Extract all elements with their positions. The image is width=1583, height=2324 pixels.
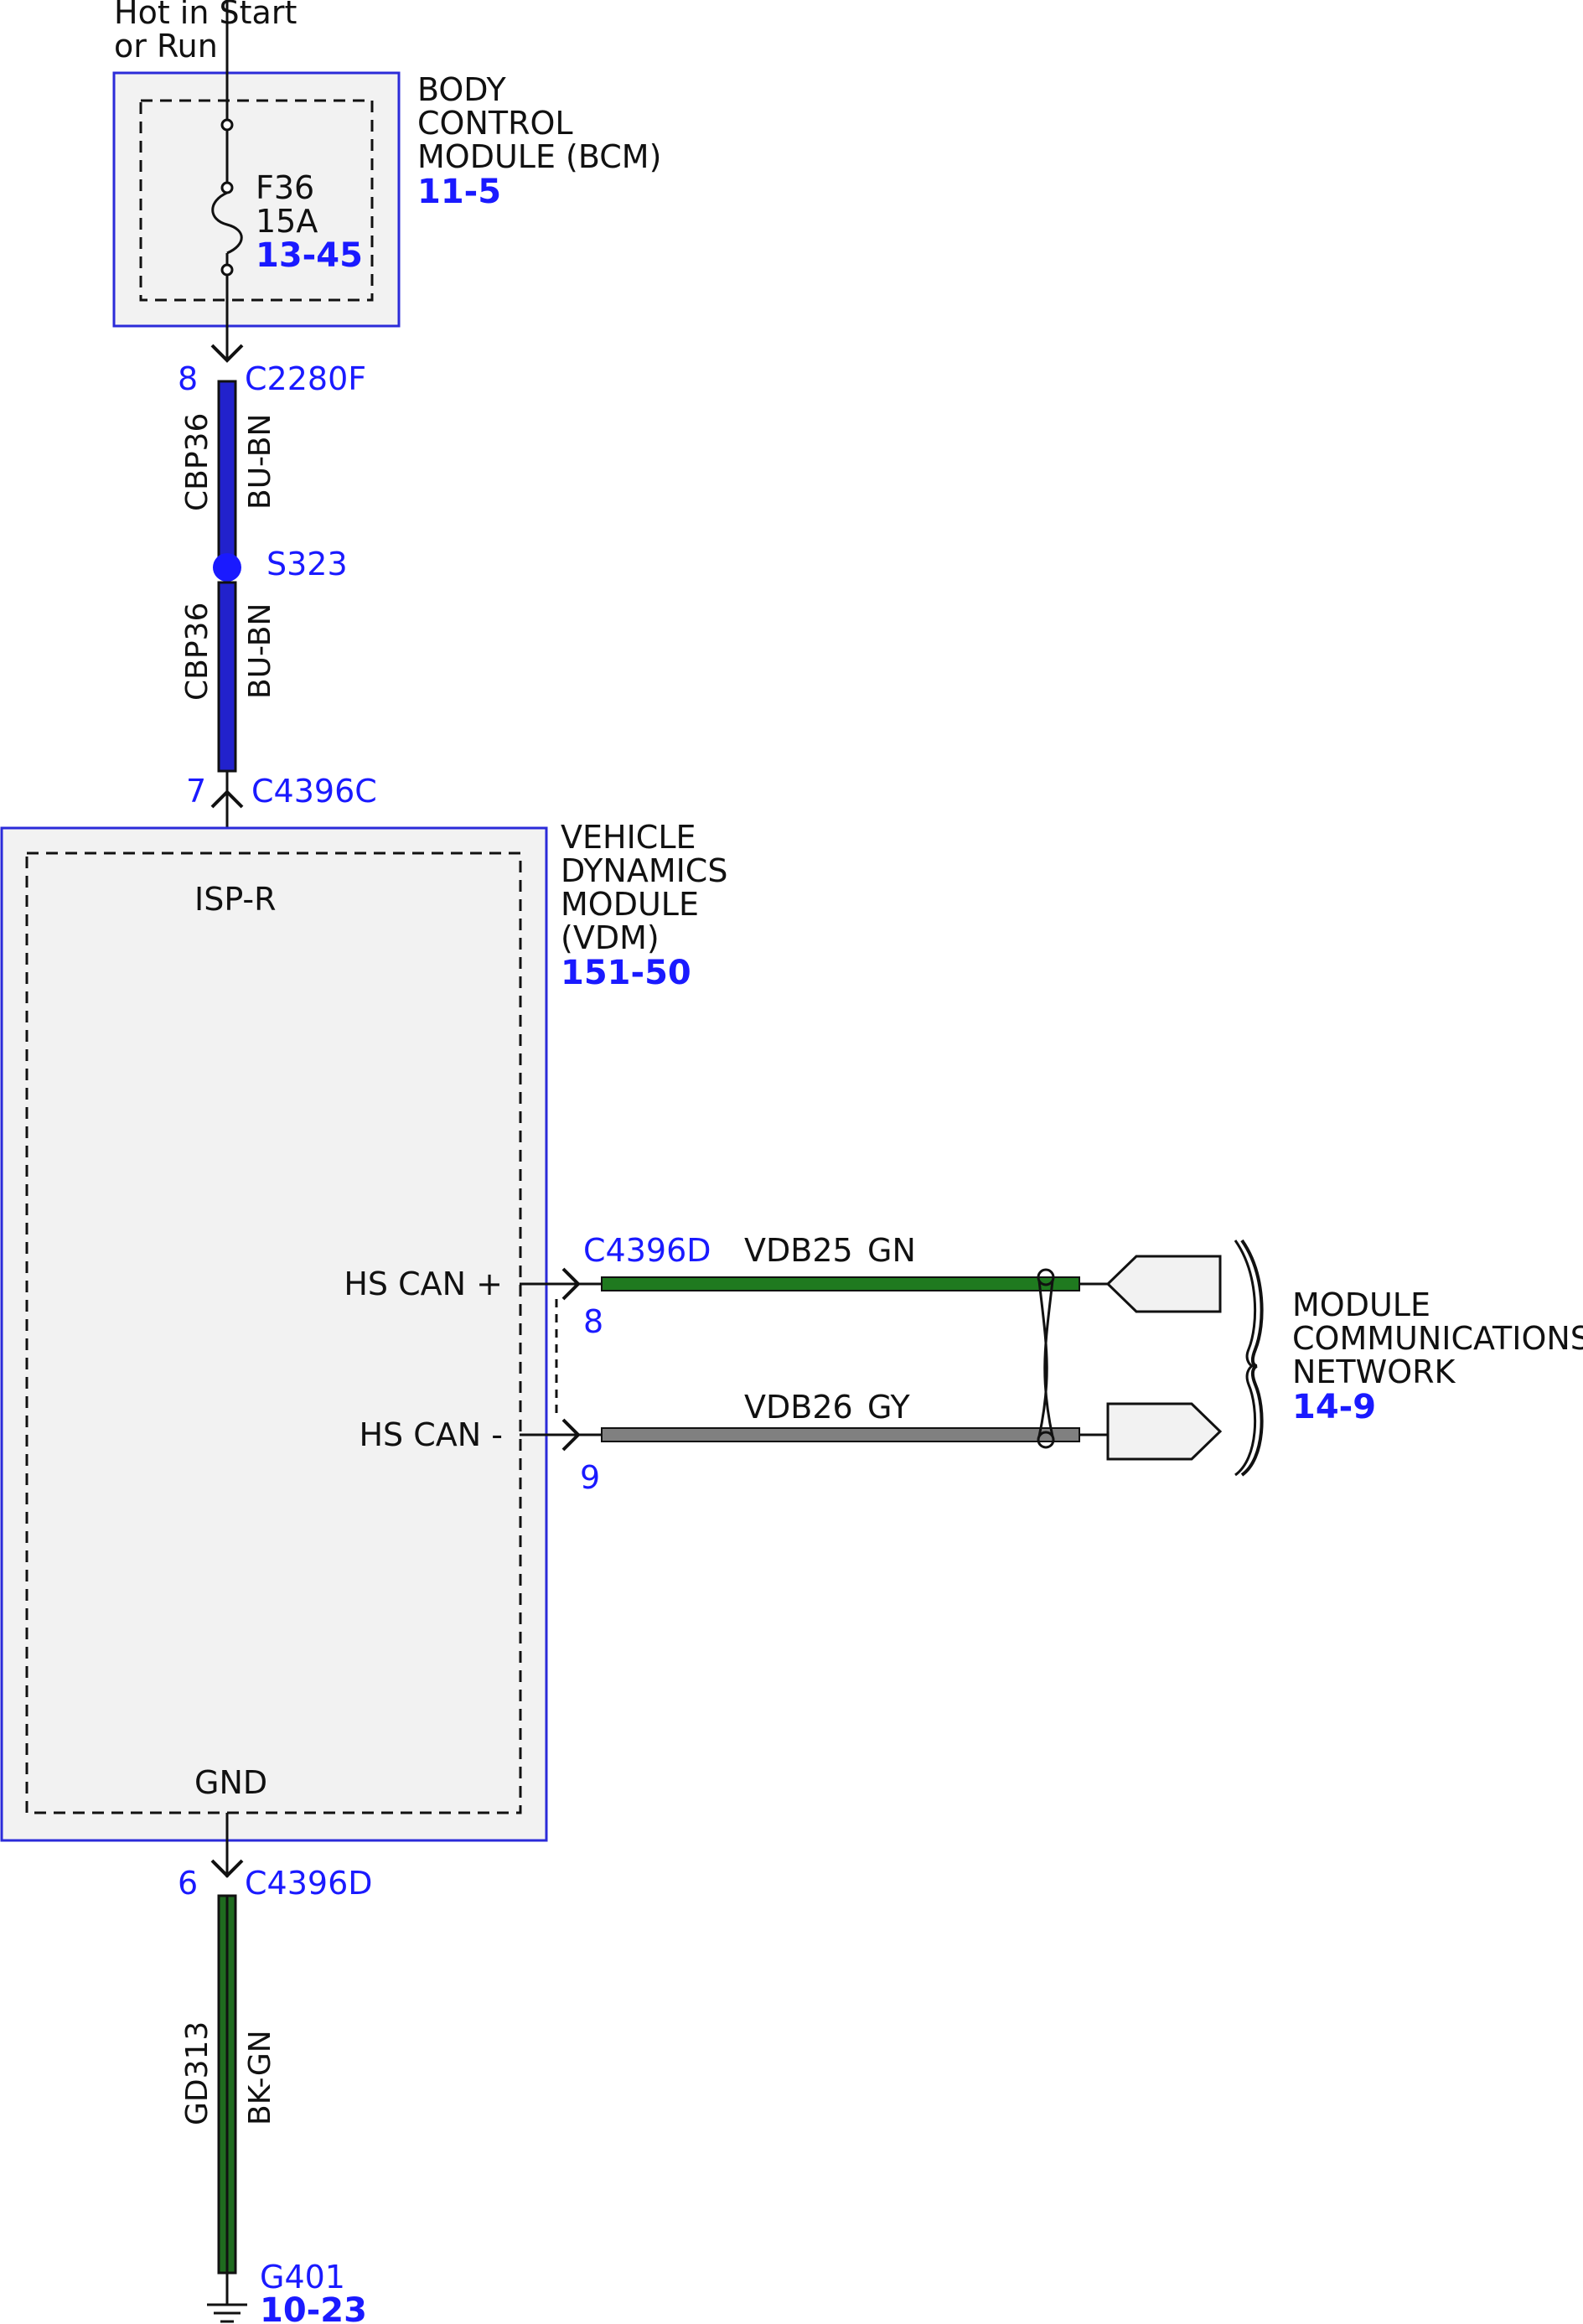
vdm-name-line3: MODULE (561, 886, 699, 923)
twisted-pair-bottom-loop (1037, 1431, 1055, 1449)
fuse-name: F36 (256, 169, 314, 206)
vdm-power-label: ISP-R (194, 881, 277, 918)
network-name-line3: NETWORK (1292, 1354, 1456, 1390)
can-plus-color-code: GN (867, 1232, 916, 1269)
c4396c-connector-id[interactable]: C4396C (251, 773, 377, 810)
can-minus-circuit: VDB26 (744, 1389, 853, 1426)
vdm-name-line2: DYNAMICS (561, 852, 727, 889)
bcm-name-line3: MODULE (BCM) (417, 138, 661, 175)
wire-lower-color-code: BU-BN (243, 603, 277, 699)
twisted-pair-symbol (1037, 1280, 1054, 1437)
can-plus-destination-arrow[interactable] (1105, 1255, 1222, 1313)
can-minus-destination-arrow[interactable] (1106, 1402, 1223, 1461)
splice-s323[interactable] (213, 553, 241, 582)
gnd-pin: 6 (178, 1865, 198, 1902)
vdm-name-line4: (VDM) (561, 919, 660, 956)
supply-label-line2: or Run (114, 28, 218, 65)
bcm-inner-boundary (139, 99, 374, 302)
wire-upper-circuit: CBP36 (180, 413, 215, 511)
bcm-ref-link[interactable]: 11-5 (417, 173, 501, 211)
c2280f-connector-id[interactable]: C2280F (245, 360, 366, 397)
connector-c4396d-gnd-symbol[interactable] (210, 1859, 244, 1878)
wire-gd313-color-code: BK-GN (243, 2030, 277, 2125)
can-minus-pin: 9 (580, 1459, 600, 1496)
fuse-ref-link[interactable]: 13-45 (256, 236, 363, 275)
bcm-name-line1: BODY (417, 71, 506, 108)
wire-cbp36-upper[interactable] (217, 380, 237, 572)
vdm-inner-boundary (25, 851, 522, 1814)
gnd-connector-id[interactable]: C4396D (245, 1865, 373, 1902)
wire-vdb26[interactable] (601, 1427, 1080, 1442)
wire-lower-circuit: CBP36 (180, 603, 215, 701)
hs-can-minus-label: HS CAN - (359, 1416, 503, 1453)
wire-upper-color-code: BU-BN (243, 414, 277, 510)
vdm-gnd-label: GND (194, 1764, 267, 1801)
vdm-name-line1: VEHICLE (561, 819, 696, 856)
fuse-terminal-top (220, 118, 234, 132)
c2280f-pin: 8 (178, 360, 198, 397)
can-plus-circuit: VDB25 (744, 1232, 853, 1269)
can-minus-color-code: GY (867, 1389, 911, 1426)
network-brace-inner (1234, 1240, 1257, 1477)
network-brace (1240, 1239, 1264, 1477)
supply-label-line1: Hot in Start (114, 0, 297, 31)
can-connector-id[interactable]: C4396D (583, 1232, 711, 1269)
fuse-symbol (211, 191, 243, 255)
bcm-name-line2: CONTROL (417, 105, 573, 142)
vdm-ref-link[interactable]: 151-50 (561, 954, 691, 992)
fuse-lead-dot-top (220, 181, 234, 194)
vdm-box[interactable] (0, 826, 548, 1842)
fuse-terminal-bottom (220, 263, 234, 277)
network-name-line1: MODULE (1292, 1286, 1430, 1323)
wire-gd313-circuit: GD313 (180, 2021, 215, 2125)
ground-ref-link[interactable]: 10-23 (260, 2291, 367, 2324)
hs-can-plus-label: HS CAN + (344, 1266, 503, 1302)
wire-cbp36-lower[interactable] (217, 581, 237, 773)
connector-c2280f-symbol[interactable] (210, 344, 244, 363)
twisted-pair-top-loop (1037, 1268, 1055, 1286)
network-ref-link[interactable]: 14-9 (1292, 1388, 1376, 1426)
c4396c-pin: 7 (186, 773, 206, 810)
ground-point-label[interactable]: G401 (260, 2259, 345, 2296)
can-plus-pin: 8 (583, 1303, 603, 1340)
splice-s323-label[interactable]: S323 (266, 546, 348, 582)
fuse-rating: 15A (256, 203, 318, 240)
bcm-box[interactable] (112, 71, 401, 328)
wire-vdb25[interactable] (601, 1276, 1080, 1291)
network-name-line2: COMMUNICATIONS (1292, 1320, 1583, 1357)
